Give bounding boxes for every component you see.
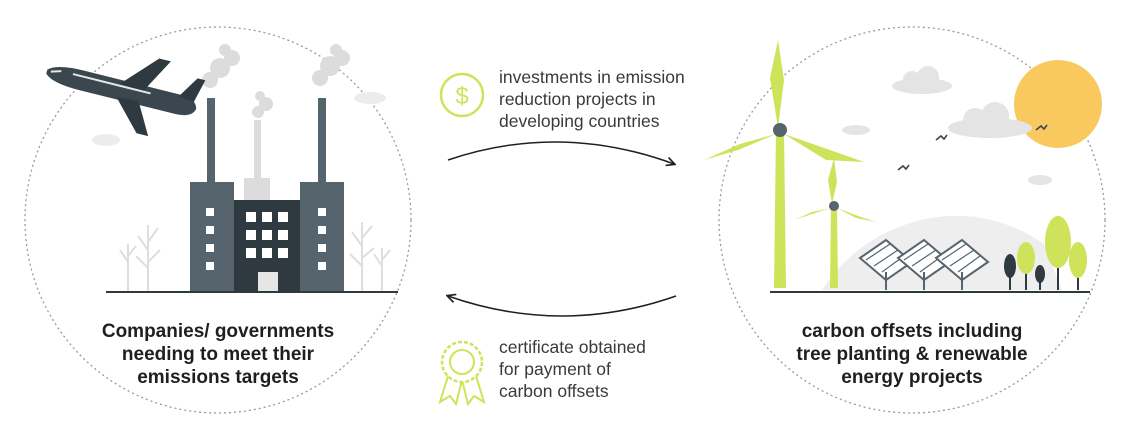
certificate-flow-line: carbon offsets [499,381,609,401]
left-node-label-line: Companies/ governments [101,321,335,342]
smoke-icon [202,44,350,118]
left-node-label: Companies/ governments needing to meet t… [78,320,358,389]
factory-windows [206,208,326,270]
left-node-label-line: emissions targets [137,367,299,388]
arrow-certificate-flow [448,296,677,317]
tree-icon [1035,265,1045,290]
investment-flow-text: investments in emission reduction projec… [499,66,685,132]
certificate-badge-icon [438,340,486,407]
chimney [207,98,215,182]
wind-turbine-icon [794,158,876,288]
industry-scene [46,44,398,293]
investment-flow-line: developing countries [499,111,660,131]
cloud-icon [92,134,120,146]
chimney [254,120,261,180]
right-node-label-line: tree planting & renewable [796,344,1028,365]
cloud-icon [892,66,952,94]
cloud-icon [354,92,386,104]
cloud-icon [842,125,870,135]
chimney [318,98,326,182]
left-dotted-circle [24,26,412,414]
right-node-label-line: carbon offsets including [801,321,1023,342]
left-node-label-line: needing to meet their [121,344,315,365]
birds-icon [897,124,1048,171]
certificate-flow-line: for payment of [499,359,611,379]
renewables-scene [704,40,1102,293]
investment-flow-line: investments in emission [499,67,685,87]
right-dotted-circle [718,26,1106,414]
cloud-icon [948,102,1032,138]
airplane-icon [46,58,206,137]
tree-icon [1017,242,1035,290]
factory-tower-right [300,182,344,292]
certificate-flow-text: certificate obtained for payment of carb… [499,336,646,402]
bare-tree-icon [119,225,161,292]
tree-icon [1045,216,1071,290]
certificate-flow-line: certificate obtained [499,337,646,357]
factory-door [258,272,278,292]
solar-panel-icon [934,238,990,290]
cloud-icon [1028,175,1052,185]
svg-text:$: $ [455,83,468,110]
factory-tower-left [190,182,234,292]
right-node-label: carbon offsets including tree planting &… [764,320,1060,389]
right-node-label-line: energy projects [841,367,983,388]
tree-icon [1004,254,1016,290]
investment-flow-line: reduction projects in [499,89,656,109]
sun-icon [1014,60,1102,148]
bare-tree-icon [349,222,391,292]
arrow-investment-flow [447,141,674,164]
wind-turbine-icon [704,40,864,288]
tree-icon [1069,242,1087,290]
dollar-coin-icon: $ [439,72,485,118]
